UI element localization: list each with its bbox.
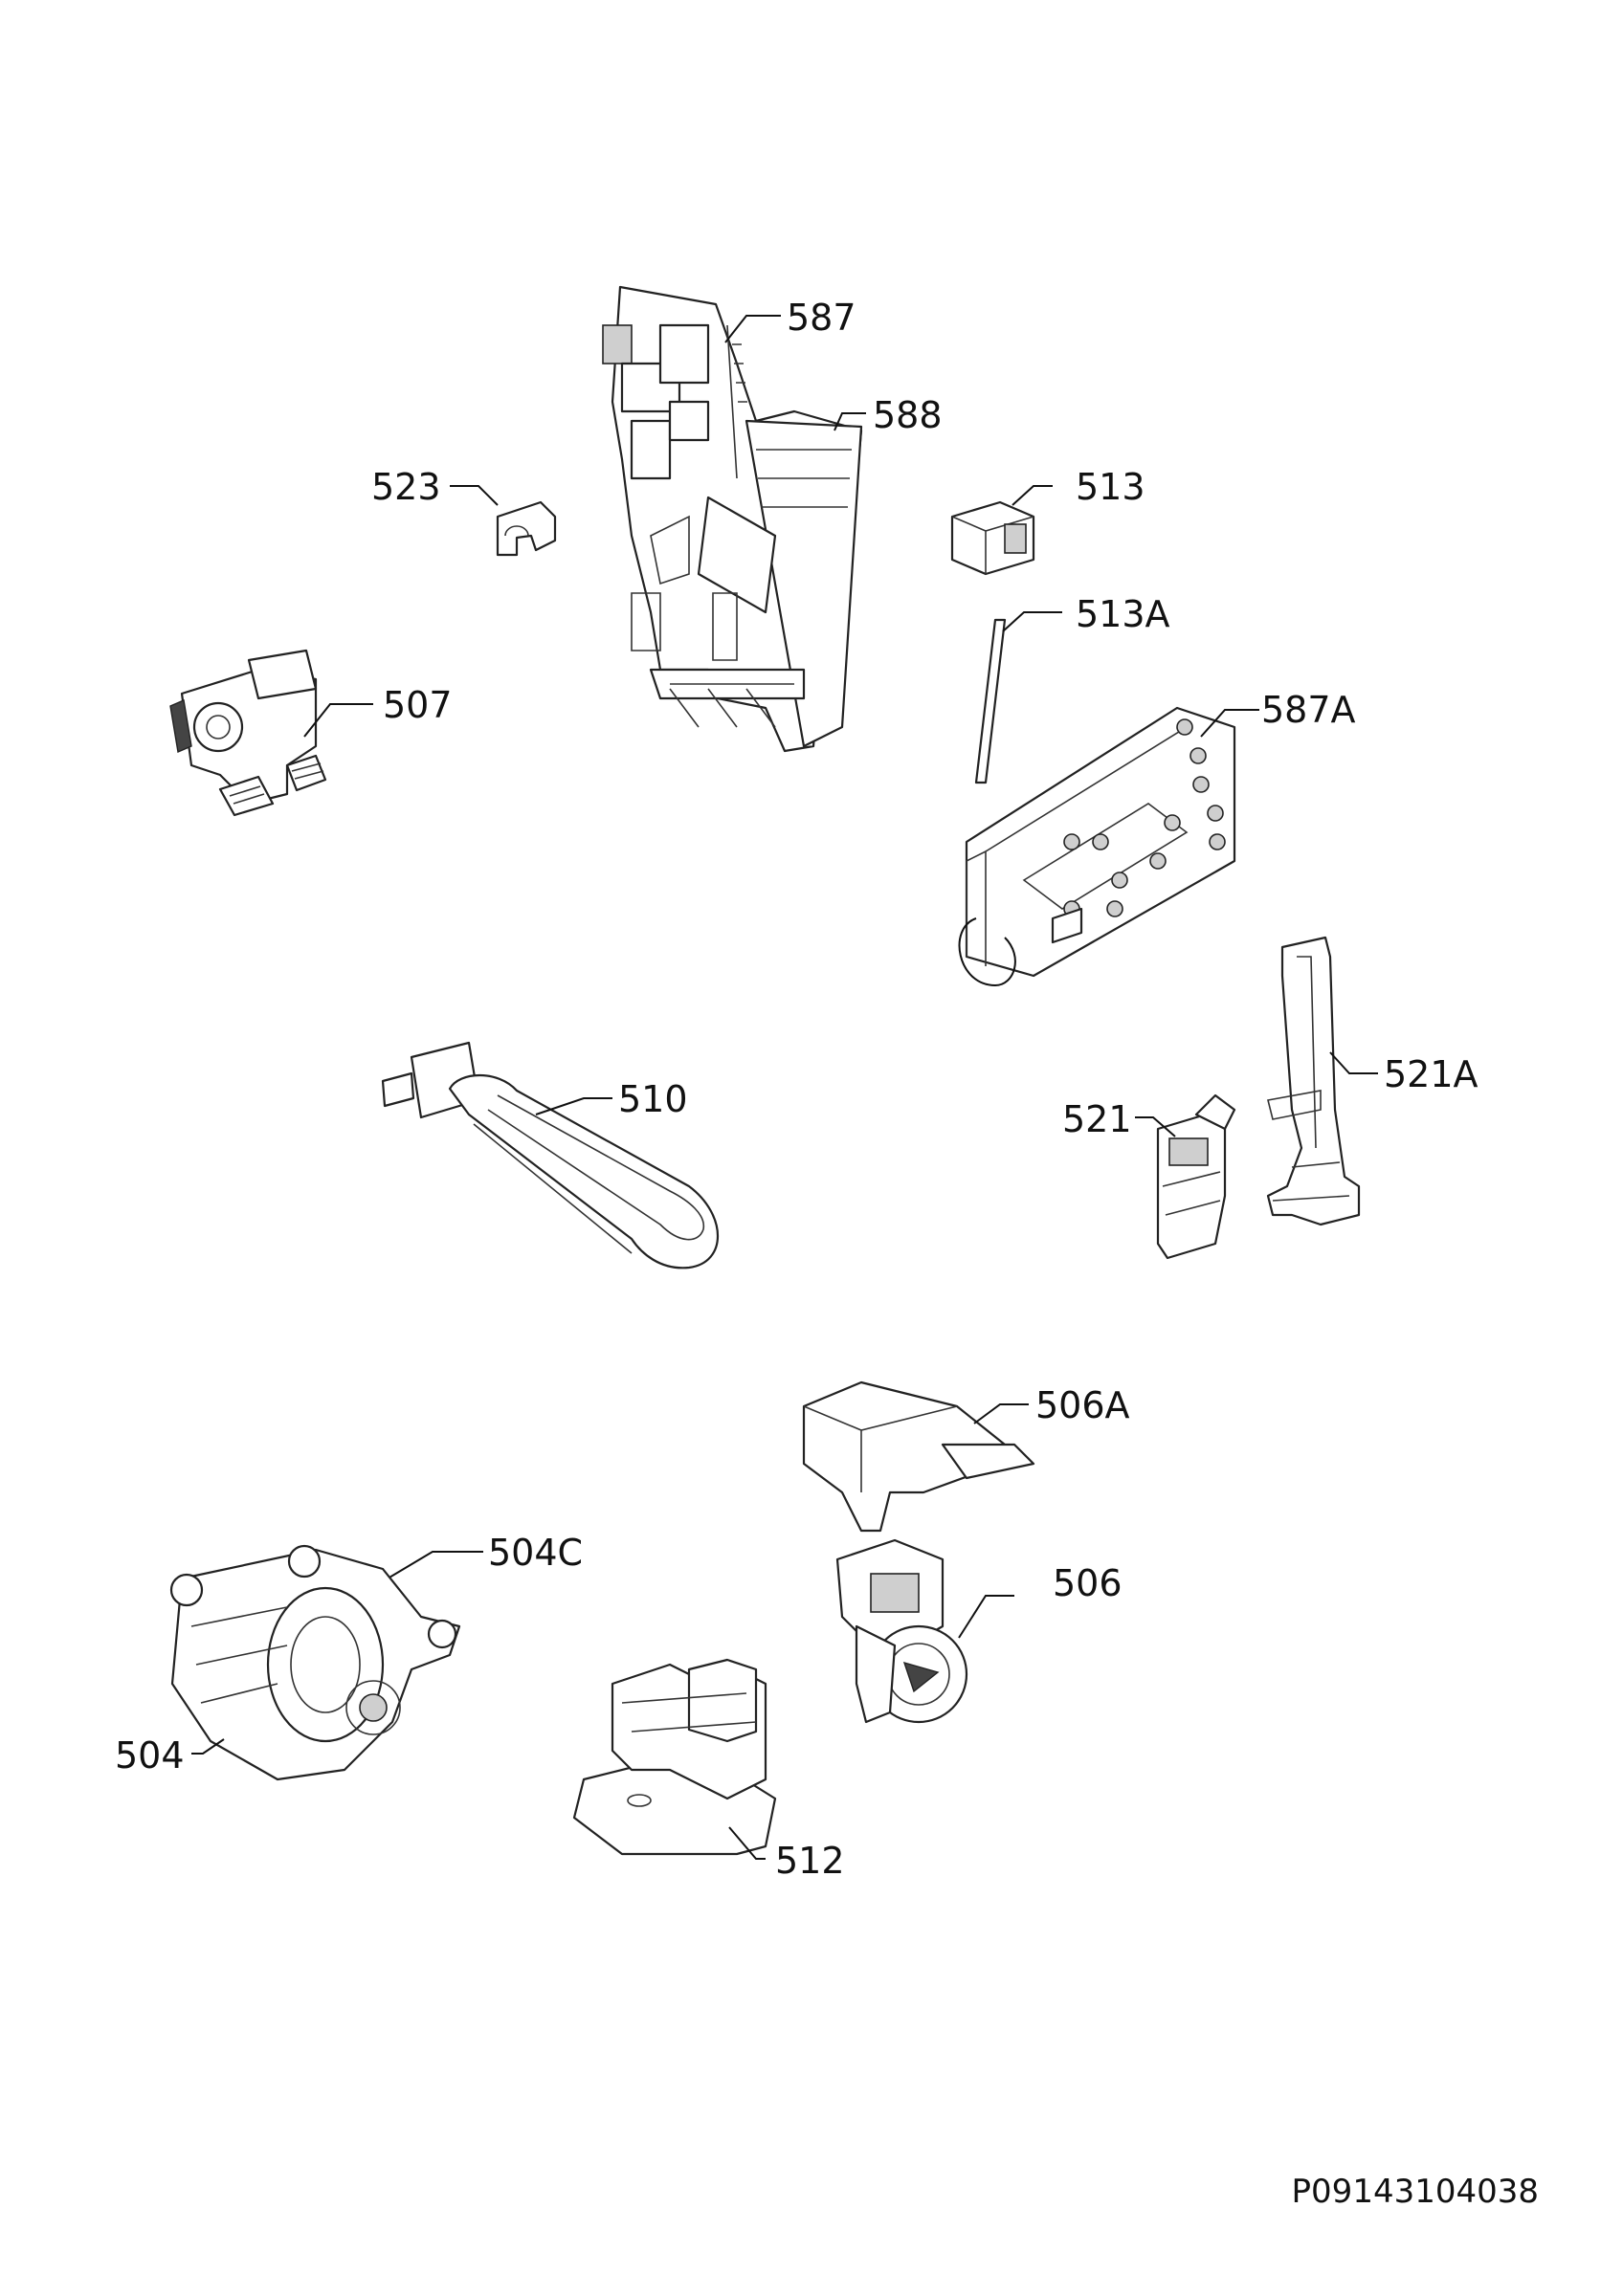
label-512: 512 (775, 1840, 845, 1882)
label-523: 523 (371, 466, 441, 508)
label-510: 510 (618, 1078, 688, 1120)
part-513-block (950, 500, 1035, 576)
part-521A-bracket (1266, 936, 1361, 1226)
label-587A: 587A (1261, 689, 1356, 731)
part-587A-display-board (958, 706, 1236, 987)
part-523-clip (496, 500, 557, 557)
part-587-588-control-board-housing (602, 285, 863, 753)
diagram-code: P09143104038 (1292, 2173, 1539, 2211)
label-587: 587 (787, 297, 856, 339)
label-521: 521 (1062, 1098, 1132, 1140)
label-506A: 506A (1035, 1384, 1130, 1426)
part-504-motor (169, 1544, 461, 1781)
label-521A: 521A (1384, 1053, 1478, 1095)
label-506: 506 (1053, 1562, 1123, 1604)
label-507: 507 (383, 684, 453, 726)
part-506A-pump-cover (802, 1380, 1035, 1533)
part-510-heating-element (381, 1041, 720, 1269)
part-521-door-lock (1156, 1093, 1236, 1260)
part-513A-rod (974, 618, 1007, 784)
part-512-filter-flap (572, 1658, 777, 1856)
label-504C: 504C (488, 1532, 583, 1574)
label-513: 513 (1076, 466, 1145, 508)
label-504: 504 (115, 1734, 185, 1777)
part-507-inlet-valve (169, 649, 327, 817)
label-513A: 513A (1076, 593, 1170, 635)
label-588: 588 (873, 394, 943, 436)
part-506-drain-pump (835, 1538, 968, 1724)
